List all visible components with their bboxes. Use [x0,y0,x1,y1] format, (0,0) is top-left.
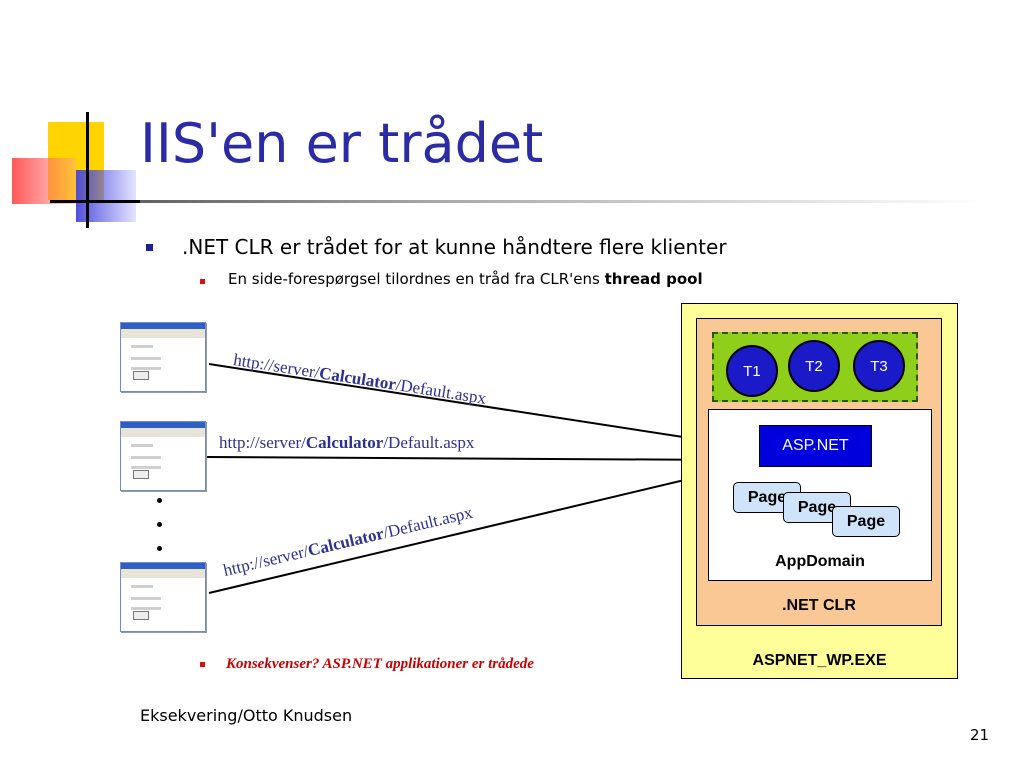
sub-bullet-text: En side-forespørgsel tilordnes en tråd f… [228,270,703,288]
thread-t1: T1 [726,345,778,397]
browser-thumbnail [120,421,206,491]
url-app: Calculator [305,433,384,452]
page-box: Page [832,506,900,537]
appdomain-label: AppDomain [775,553,865,570]
request-arrow [206,449,737,470]
ellipsis-dot [157,546,162,551]
footer-author: Eksekvering/Otto Knudsen [140,706,353,725]
logo-vertical-line [86,112,89,228]
url-prefix: http://server/ [219,433,306,452]
aspnet-box: ASP.NET [759,425,872,467]
sub-bullet-prefix: En side-forespørgsel tilordnes en tråd f… [228,270,605,288]
sub-bullet-bold: thread pool [604,270,703,288]
browser-thumbnail [120,562,206,632]
logo-red-square [12,158,76,204]
url-suffix: /Default.aspx [383,433,475,452]
request-arrow [208,363,737,452]
ellipsis-dot [157,498,162,503]
clr-label: .NET CLR [782,597,856,614]
logo-horizontal-line [50,200,140,203]
request-url: http://server/Calculator/Default.aspx [219,433,474,453]
browser-thumbnail [120,322,206,392]
page-number: 21 [970,726,990,744]
bullet-text: .NET CLR er trådet for at kunne håndtere… [182,235,727,259]
sub-bullet-marker [200,279,205,284]
thread-t2: T2 [788,340,840,392]
request-arrow [208,463,737,594]
title-rule [86,200,986,203]
consequence-text: Konsekvenser? ASP.NET applikationer er t… [226,656,534,672]
consequence-marker [200,662,205,667]
bullet-marker [146,244,153,251]
thread-t3: T3 [853,340,905,392]
process-label: ASPNET_WP.EXE [752,652,887,669]
ellipsis-dot [157,522,162,527]
slide-title: IIS'en er trådet [140,112,544,175]
